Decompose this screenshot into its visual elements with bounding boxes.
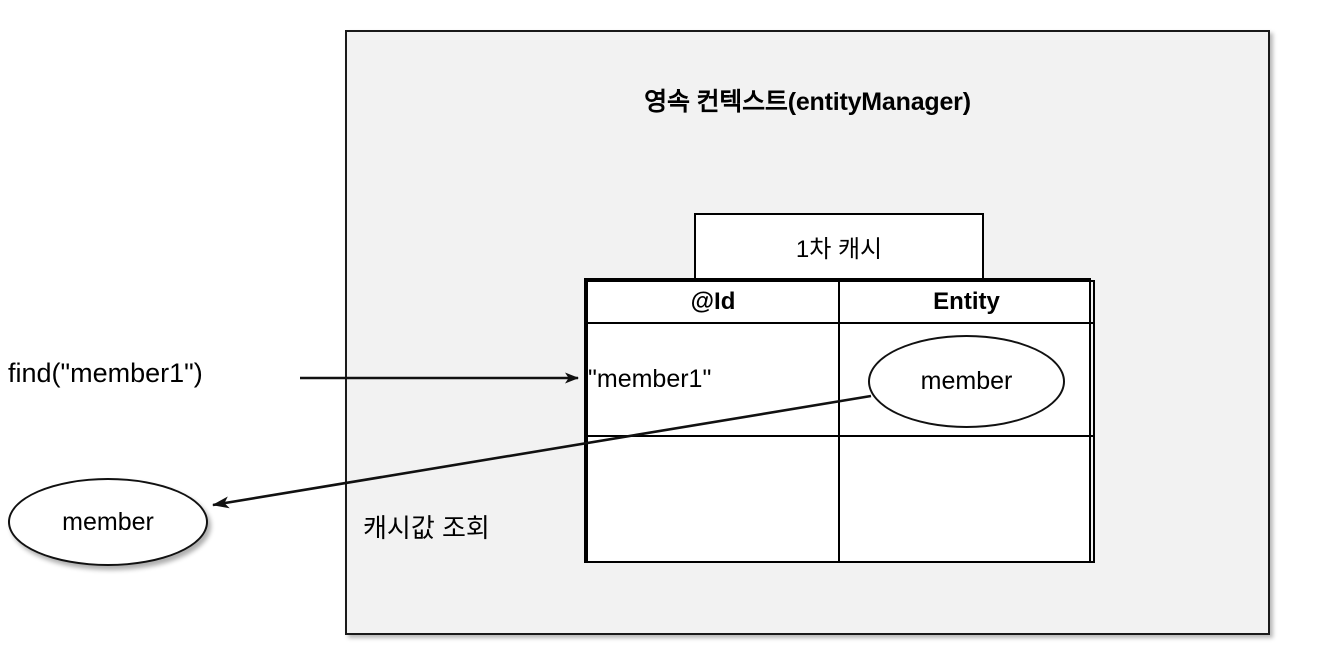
persistence-context-title: 영속 컨텍스트(entityManager) — [644, 88, 971, 116]
column-header-entity: Entity — [838, 280, 1095, 324]
cell-id-empty — [586, 435, 840, 563]
cache-lookup-label: 캐시값 조회 — [363, 513, 490, 543]
first-level-cache-tab: 1차 캐시 — [694, 213, 984, 280]
find-request-label: find("member1") — [8, 358, 203, 388]
cell-id-member1: "member1" — [586, 322, 840, 437]
column-header-id: @Id — [586, 280, 840, 324]
cached-entity-ellipse: member — [868, 335, 1065, 428]
returned-entity-label: member — [62, 507, 154, 536]
cell-entity-empty — [838, 435, 1095, 563]
cached-entity-label: member — [920, 367, 1013, 395]
returned-entity-ellipse: member — [8, 478, 208, 566]
table-header-row: @Id Entity — [586, 280, 1095, 324]
first-level-cache-tab-label: 1차 캐시 — [795, 236, 883, 263]
table-row — [586, 435, 1095, 563]
